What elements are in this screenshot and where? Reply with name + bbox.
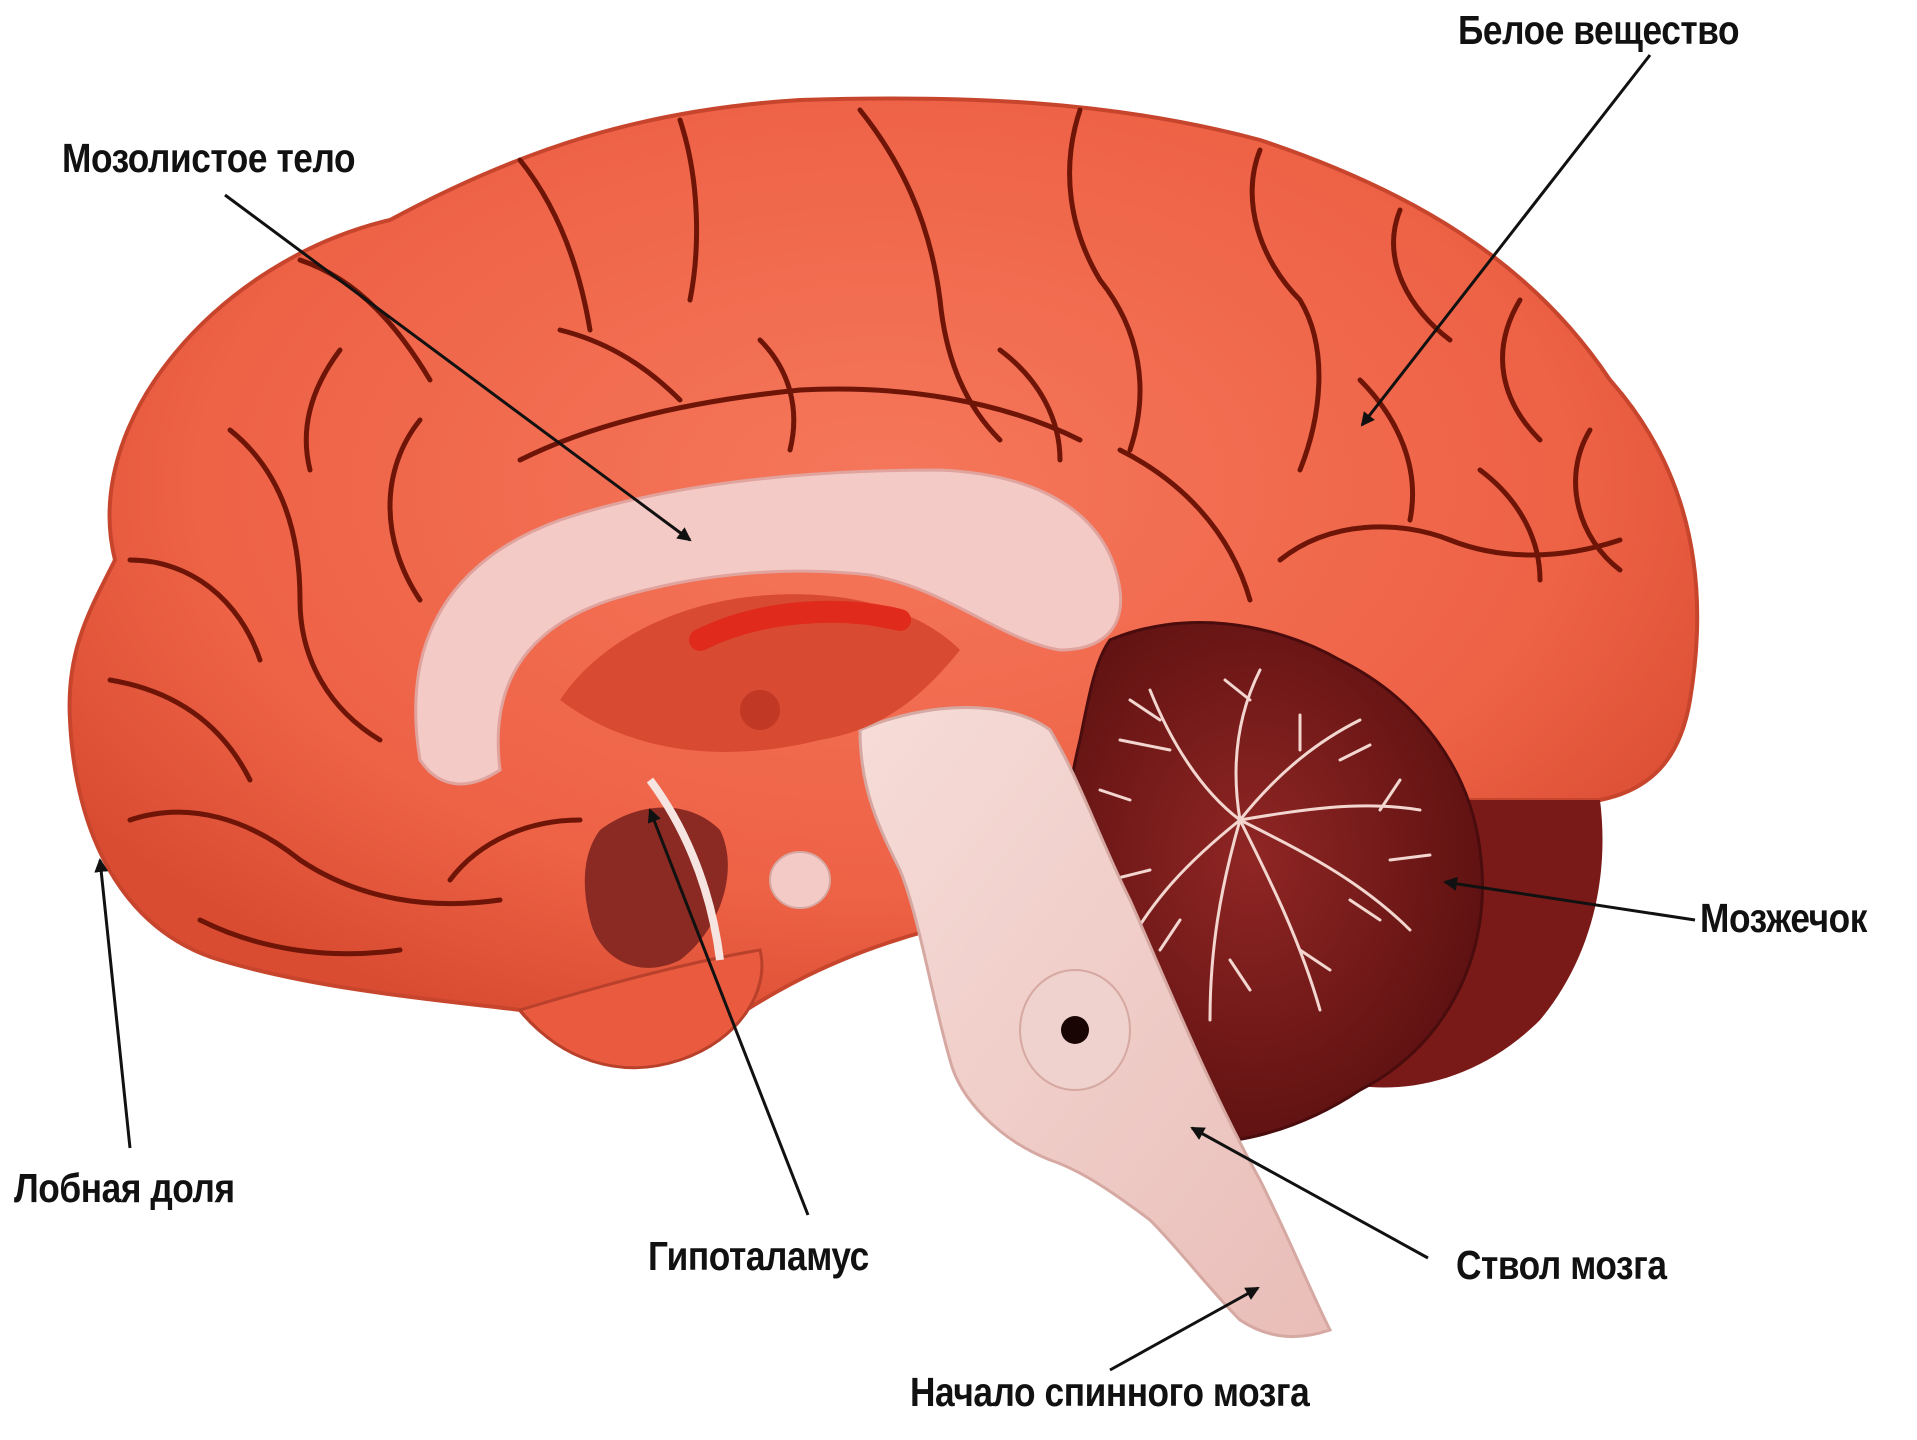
label-brain-stem: Ствол мозга: [1456, 1245, 1667, 1286]
arrow-hypothalamus: [650, 810, 808, 1215]
label-hypothalamus: Гипоталамус: [648, 1236, 869, 1277]
label-frontal-lobe: Лобная доля: [14, 1168, 235, 1209]
arrow-frontal-lobe: [100, 860, 130, 1148]
label-cerebellum: Мозжечок: [1700, 898, 1867, 939]
arrow-white-matter: [1362, 55, 1650, 425]
label-white-matter: Белое вещество: [1458, 10, 1739, 51]
arrow-corpus-callosum: [225, 195, 690, 540]
arrow-cerebellum: [1445, 882, 1695, 920]
arrow-brain-stem: [1192, 1128, 1428, 1258]
label-spinal-cord-start: Начало спинного мозга: [910, 1372, 1309, 1413]
arrow-spinal-cord: [1110, 1288, 1258, 1370]
label-corpus-callosum: Мозолистое тело: [62, 138, 355, 179]
